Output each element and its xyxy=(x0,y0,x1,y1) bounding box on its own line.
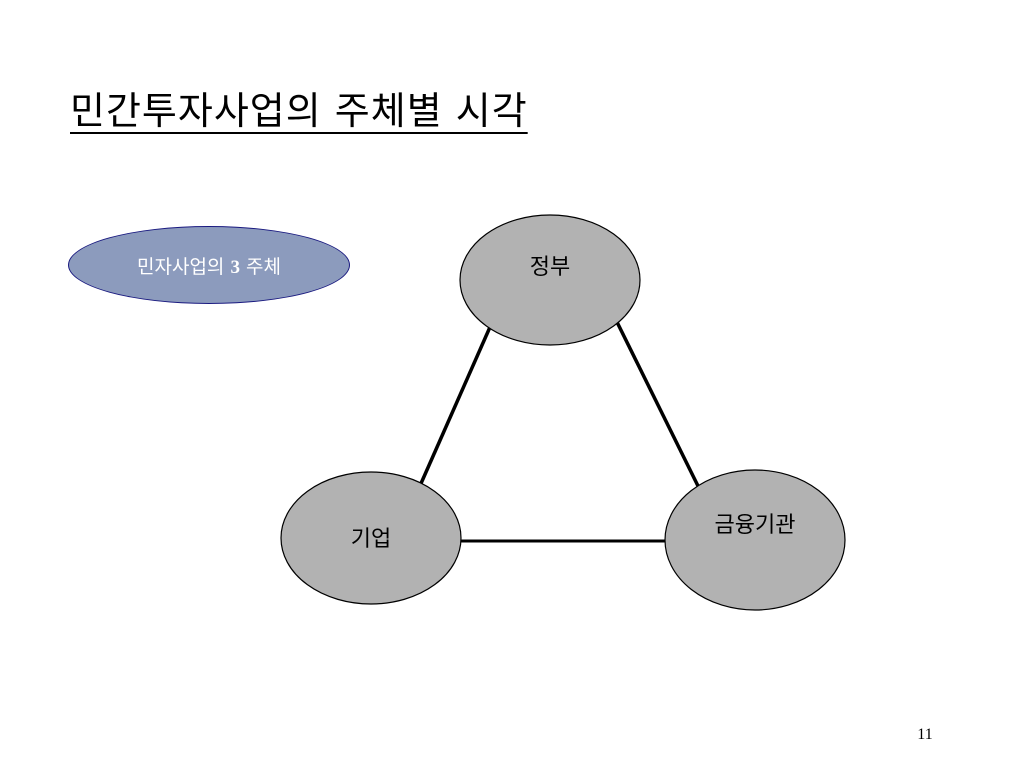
node-government: 정부 xyxy=(459,214,641,346)
node-company-label: 기업 xyxy=(351,527,391,552)
node-financial-institution-shape xyxy=(664,469,846,611)
node-financial-institution: 금융기관 xyxy=(664,469,846,611)
node-government-shape xyxy=(459,214,641,346)
edge-government-financial-institution xyxy=(613,317,701,489)
badge-prefix: 민자사업의 xyxy=(137,255,231,278)
edge-government-company xyxy=(417,317,496,489)
node-government-label: 정부 xyxy=(530,255,570,280)
three-actors-badge: 민자사업의 3 주체 xyxy=(68,226,350,304)
page-number: 11 xyxy=(917,726,933,743)
badge-number: 3 xyxy=(230,256,240,278)
node-financial-institution-label: 금융기관 xyxy=(715,513,796,538)
slide-title: 민간투자사업의 주체별 시각 xyxy=(70,89,528,133)
node-company: 기업 xyxy=(280,471,462,605)
badge-suffix: 주체 xyxy=(239,255,281,278)
node-company-shape xyxy=(280,471,462,605)
badge-label: 민자사업의 3 주체 xyxy=(137,252,281,279)
